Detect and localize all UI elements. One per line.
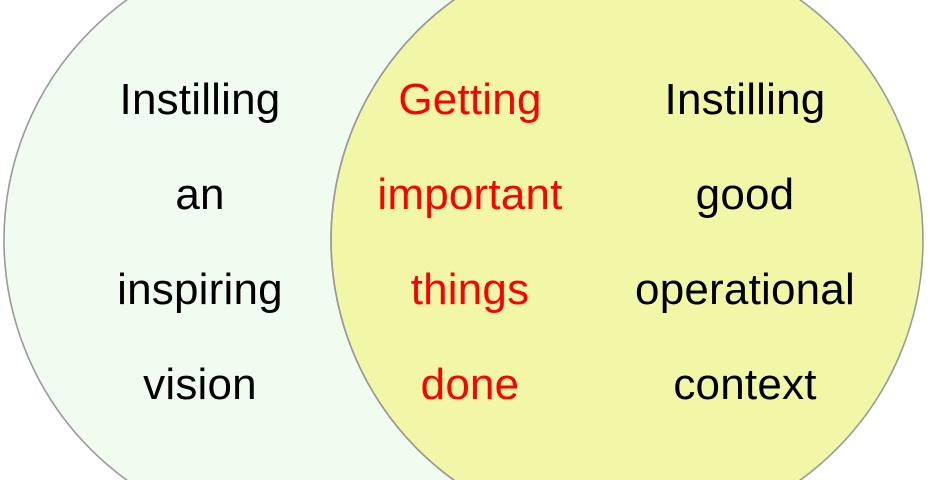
left-set-line-1: Instilling [119, 75, 281, 124]
right-set-text: Instilling good operational context [610, 52, 880, 432]
venn-circle-left-overlap-arc [330, 0, 456, 480]
right-set-line-2: good [695, 170, 795, 219]
right-set-line-3: operational [635, 265, 855, 314]
right-set-line-1: Instilling [664, 75, 826, 124]
right-set-line-4: context [673, 360, 817, 409]
left-set-text: Instilling an inspiring vision [60, 52, 340, 432]
intersection-line-4: done [420, 360, 520, 409]
left-set-line-4: vision [143, 360, 257, 409]
intersection-line-2: important [377, 170, 563, 219]
intersection-line-1: Getting [398, 75, 542, 124]
left-set-line-3: inspiring [117, 265, 283, 314]
left-set-line-2: an [175, 170, 225, 219]
intersection-text: Getting important things done [350, 52, 590, 432]
intersection-line-3: things [410, 265, 530, 314]
